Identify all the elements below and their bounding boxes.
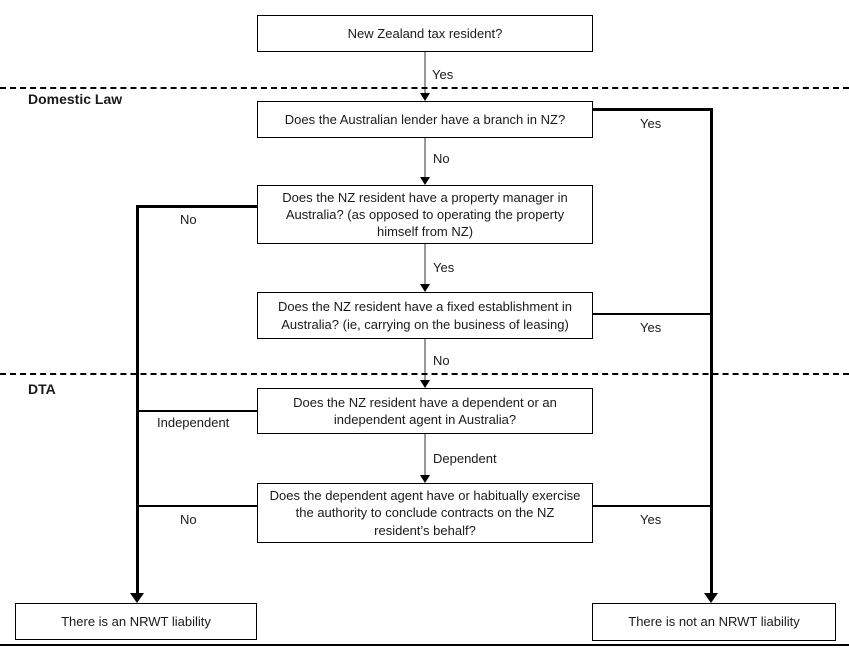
connector-q6-yes-right xyxy=(593,505,710,507)
connector-q5-to-q6 xyxy=(424,434,426,475)
connector-right-vertical xyxy=(710,108,713,594)
section-divider-domestic-law xyxy=(0,87,849,89)
connector-q2-to-q3 xyxy=(424,138,426,177)
decision-node-text: New Zealand tax resident? xyxy=(347,25,503,41)
decision-node-australian-lender-branch: Does the Australian lender have a branch… xyxy=(257,101,593,138)
decision-node-text: Does the NZ resident have a dependent or… xyxy=(293,394,557,427)
connector-left-vertical xyxy=(136,205,139,594)
edge-label-q4-no: No xyxy=(433,353,450,368)
edge-label-q6-yes: Yes xyxy=(640,512,662,527)
connector-q5-independent-left xyxy=(137,410,257,412)
edge-label-q3-no: No xyxy=(180,212,197,227)
decision-node-text: Does the NZ resident have a fixed establ… xyxy=(277,299,573,332)
connector-q1-to-q2 xyxy=(424,52,426,93)
outcome-node-text: There is not an NRWT liability xyxy=(628,614,800,630)
edge-label-q5-independent: Independent xyxy=(157,415,230,430)
edge-label-q4-yes: Yes xyxy=(640,320,662,335)
edge-label-q2-yes: Yes xyxy=(640,116,662,131)
arrowhead-q3-to-q4 xyxy=(420,284,430,292)
decision-node-text: Does the NZ resident have a property man… xyxy=(282,189,568,240)
edge-label-q2-no: No xyxy=(433,151,450,166)
edge-label-q1-yes: Yes xyxy=(432,67,454,82)
section-divider-dta xyxy=(0,373,849,375)
outcome-node-no-nrwt-liability: There is not an NRWT liability xyxy=(592,603,836,641)
connector-q2-yes-right xyxy=(593,108,711,111)
connector-q3-to-q4 xyxy=(424,244,426,284)
edge-label-q5-dependent: Dependent xyxy=(433,451,497,466)
section-label-domestic-law: Domestic Law xyxy=(28,91,123,107)
arrowhead-q2-to-q3 xyxy=(420,177,430,185)
arrowhead-right-to-no-liability xyxy=(704,593,718,603)
page-bottom-rule xyxy=(0,644,849,646)
connector-q4-to-q5 xyxy=(424,339,426,380)
decision-node-nz-tax-resident: New Zealand tax resident? xyxy=(257,15,593,52)
connector-q3-no-left xyxy=(136,205,257,208)
decision-node-text: Does the Australian lender have a branch… xyxy=(284,111,566,127)
connector-q6-no-left xyxy=(137,505,257,507)
decision-node-authority-to-conclude-contracts: Does the dependent agent have or habitua… xyxy=(257,483,593,543)
arrowhead-q4-to-q5 xyxy=(420,380,430,388)
outcome-node-text: There is an NRWT liability xyxy=(61,613,211,629)
arrowhead-q1-to-q2 xyxy=(420,93,430,101)
decision-node-property-manager: Does the NZ resident have a property man… xyxy=(257,185,593,244)
decision-node-fixed-establishment: Does the NZ resident have a fixed establ… xyxy=(257,292,593,339)
edge-label-q6-no: No xyxy=(180,512,197,527)
edge-label-q3-yes: Yes xyxy=(433,260,455,275)
decision-node-dependent-or-independent-agent: Does the NZ resident have a dependent or… xyxy=(257,388,593,434)
arrowhead-q5-to-q6 xyxy=(420,475,430,483)
outcome-node-nrwt-liability: There is an NRWT liability xyxy=(15,603,257,640)
connector-q4-yes-right xyxy=(593,313,710,315)
arrowhead-left-to-liability xyxy=(130,593,144,603)
decision-node-text: Does the dependent agent have or habitua… xyxy=(269,488,581,538)
section-label-dta: DTA xyxy=(28,381,56,397)
